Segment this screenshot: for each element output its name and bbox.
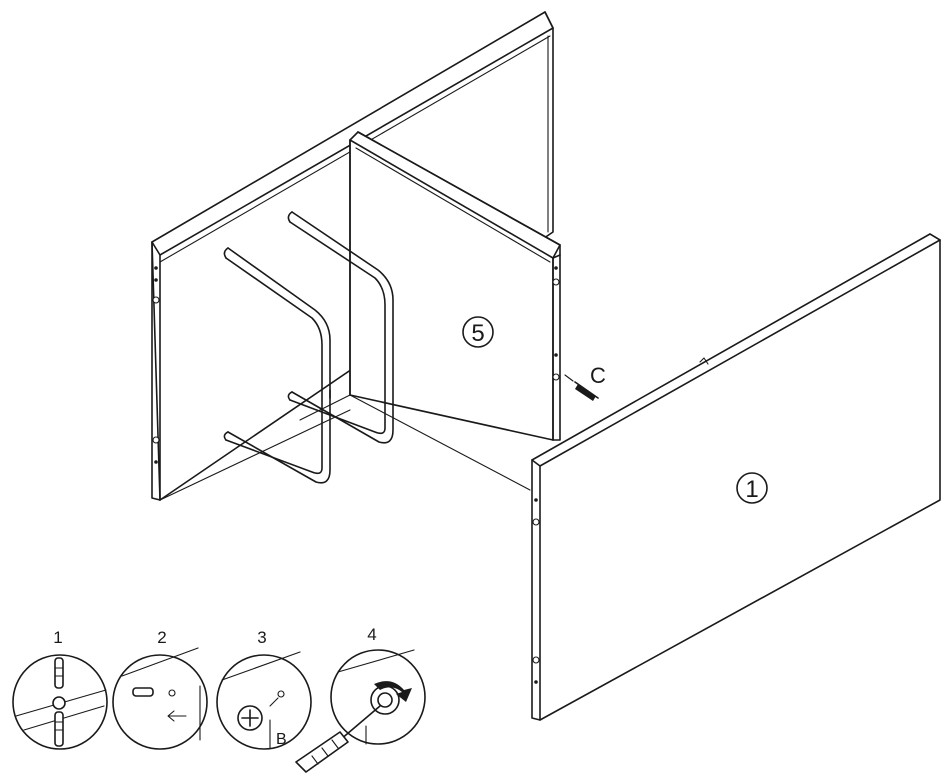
step-1-detail: 1 bbox=[12, 628, 108, 750]
step-4-number: 4 bbox=[367, 625, 376, 644]
side-panel-5 bbox=[299, 131, 561, 491]
front-panel-1: 1 bbox=[531, 233, 941, 721]
step-2-number: 2 bbox=[157, 628, 166, 647]
step-3-number: 3 bbox=[257, 628, 266, 647]
dowel-label: C bbox=[590, 363, 606, 388]
step-4-detail: 4 bbox=[295, 625, 426, 773]
cam-fitting-label: B bbox=[276, 731, 287, 748]
dowel-c: C bbox=[564, 363, 606, 401]
step-3-detail: 3 B bbox=[216, 628, 312, 750]
panel-5-assembly: 5 bbox=[151, 11, 561, 501]
tube-frame-left bbox=[223, 247, 331, 484]
part-label-5-text: 5 bbox=[471, 320, 484, 347]
back-panel-edge-holes bbox=[152, 266, 160, 464]
tube-frame-right bbox=[287, 211, 394, 444]
part-label-5: 5 bbox=[462, 316, 494, 348]
part-label-1-text: 1 bbox=[745, 476, 758, 503]
steps-row: 1 2 3 bbox=[12, 625, 426, 773]
step-2-detail: 2 bbox=[112, 628, 208, 750]
step-1-number: 1 bbox=[53, 628, 62, 647]
